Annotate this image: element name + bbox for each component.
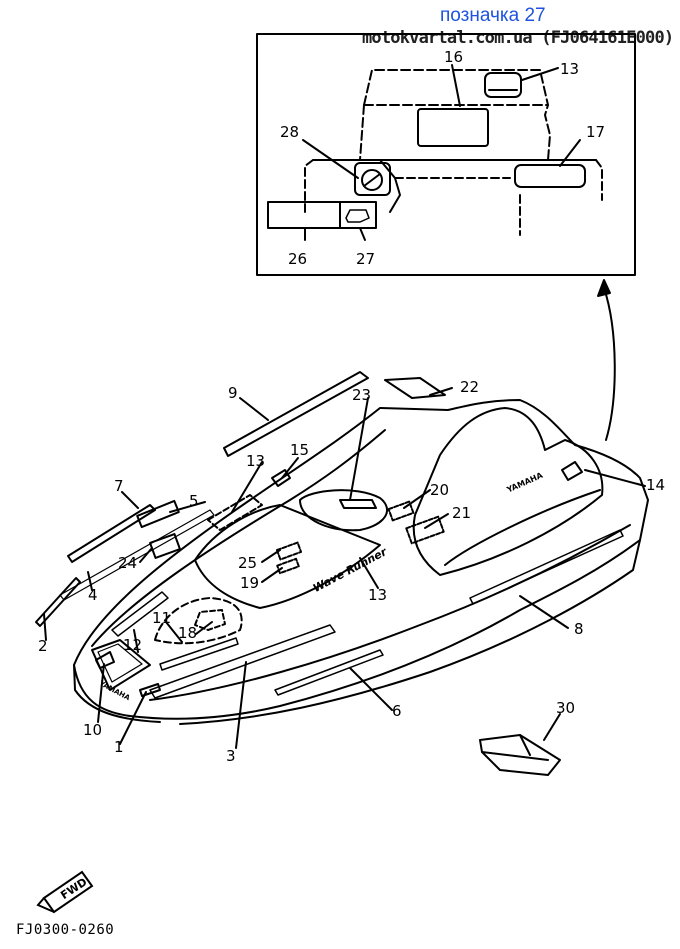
decal-23 bbox=[384, 377, 446, 399]
decal-8 bbox=[469, 529, 624, 605]
callout-8: 8 bbox=[574, 620, 584, 638]
callout-12: 12 bbox=[123, 636, 142, 654]
callout-27: 26 bbox=[288, 250, 307, 268]
fwd-symbol: FWD bbox=[36, 870, 94, 914]
decal-10 bbox=[95, 651, 115, 669]
callout-1: 1 bbox=[114, 738, 124, 756]
inset-box bbox=[256, 33, 636, 276]
callout-19: 18 bbox=[178, 624, 197, 642]
callout-15: 14 bbox=[646, 476, 665, 494]
decal-18 bbox=[514, 164, 586, 188]
decal-21 bbox=[387, 500, 415, 522]
seat bbox=[412, 407, 604, 576]
callout-14: 13 bbox=[560, 60, 579, 78]
callout-17: 16 bbox=[444, 48, 463, 66]
decal-13a bbox=[207, 494, 263, 531]
callout-7: 7 bbox=[114, 477, 124, 495]
callout-25: 24 bbox=[118, 554, 137, 572]
callout-10: 10 bbox=[83, 721, 102, 739]
decal-20 bbox=[276, 557, 300, 575]
storage-outline bbox=[154, 597, 243, 645]
decal-2 bbox=[35, 577, 81, 627]
callout-20: 19 bbox=[240, 574, 259, 592]
header-title: позначка 27 bbox=[440, 5, 546, 26]
decal-6 bbox=[274, 649, 384, 696]
decal-29 bbox=[354, 162, 391, 196]
callout-26: 25 bbox=[238, 554, 257, 572]
decal-14 bbox=[484, 72, 522, 98]
callout-6: 6 bbox=[392, 702, 402, 720]
hull-outline bbox=[73, 399, 649, 720]
hull-brand-side: YAMAHA bbox=[505, 470, 545, 495]
decal-22 bbox=[405, 515, 445, 545]
decal-9 bbox=[223, 371, 369, 457]
callout-9: 9 bbox=[228, 384, 238, 402]
part-30 bbox=[479, 734, 561, 776]
diagram-code: FJ0300-0260 bbox=[16, 922, 115, 938]
decal-28 bbox=[339, 201, 377, 229]
callout-11: 11 bbox=[152, 609, 171, 627]
callout-13-upper: 13 bbox=[246, 452, 265, 470]
callout-13-lower: 13 bbox=[368, 586, 387, 604]
callout-18: 17 bbox=[586, 123, 605, 141]
decal-24 bbox=[339, 499, 377, 509]
callout-16: 15 bbox=[290, 441, 309, 459]
callout-22: 21 bbox=[452, 504, 471, 522]
callout-5: 5 bbox=[189, 492, 199, 510]
decal-1 bbox=[139, 683, 161, 697]
decal-12 bbox=[111, 591, 169, 637]
callout-21: 20 bbox=[430, 481, 449, 499]
console bbox=[299, 489, 388, 532]
hood bbox=[194, 504, 381, 609]
callout-2: 2 bbox=[38, 637, 48, 655]
decal-17 bbox=[417, 108, 489, 147]
decal-16 bbox=[271, 469, 291, 487]
decal-3 bbox=[149, 624, 336, 699]
callout-24: 23 bbox=[352, 386, 371, 404]
callout-3: 3 bbox=[226, 747, 236, 765]
decal-25 bbox=[149, 533, 181, 559]
callout-30: 30 bbox=[556, 699, 575, 717]
callout-4: 4 bbox=[88, 586, 98, 604]
decal-26 bbox=[275, 541, 303, 561]
decal-7 bbox=[67, 504, 156, 563]
inset-arrow bbox=[603, 287, 616, 441]
decal-15 bbox=[561, 461, 583, 481]
callout-23: 22 bbox=[460, 378, 479, 396]
decal-5 bbox=[136, 499, 180, 529]
decal-11 bbox=[159, 637, 239, 671]
callout-29: 28 bbox=[280, 123, 299, 141]
callout-28: 27 bbox=[356, 250, 375, 268]
